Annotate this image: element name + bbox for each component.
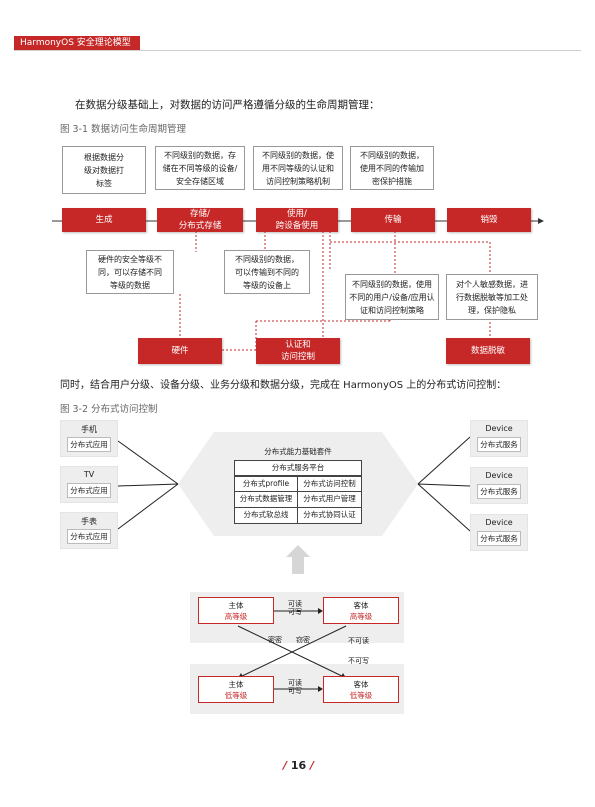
stage-generate: 生成 (62, 208, 146, 232)
device-right-2-service: 分布式服务 (477, 484, 521, 499)
note-auth-policy: 不同级别的数据，使用 不同的用户/设备/应用认 证和访问控制策略 (345, 274, 439, 320)
object-high-name: 客体 (353, 601, 369, 610)
suite-platform: 分布式服务平台 (234, 460, 362, 476)
subject-high-name: 主体 (228, 601, 244, 610)
subject-low-level: 低等级 (224, 691, 248, 700)
object-low-name: 客体 (353, 680, 369, 689)
suite-cell-user-management: 分布式用户管理 (297, 491, 362, 508)
stage-destroy: 销毁 (447, 208, 531, 232)
header-divider (14, 50, 581, 51)
object-low-level: 低等级 (349, 691, 373, 700)
note-storage: 不同级别的数据，存 储在不同等级的设备/ 安全存储区域 (155, 146, 245, 190)
device-right-1-name: Device (485, 424, 513, 433)
rw-label-high: 可读 可写 (288, 600, 302, 616)
subject-low-name: 主体 (228, 680, 244, 689)
object-low: 客体 低等级 (323, 676, 399, 703)
device-right-3-service: 分布式服务 (477, 531, 521, 546)
note-transmit: 不同级别的数据， 使用不同的传输加 密保护措施 (350, 146, 434, 190)
cross-label-mid: 窃密 (296, 636, 310, 644)
cross-label-left: 密密 (268, 636, 282, 644)
second-paragraph: 同时，结合用户分级、设备分级、业务分级和数据分级，完成在 HarmonyOS 上… (60, 380, 507, 391)
subject-low: 主体 低等级 (198, 676, 274, 703)
device-tv-service: 分布式应用 (67, 483, 111, 498)
suite-cell-soft-bus: 分布式软总线 (234, 507, 298, 524)
note-usage: 不同级别的数据，使 用不同等级的认证和 访问控制策略机制 (253, 146, 343, 190)
box-data-desensitization: 数据脱敏 (446, 338, 530, 364)
subject-high: 主体 高等级 (198, 597, 274, 624)
object-high-level: 高等级 (349, 612, 373, 621)
device-watch-service: 分布式应用 (67, 529, 111, 544)
stage-storage: 存储/ 分布式存储 (157, 208, 243, 232)
stage-transmit: 传输 (351, 208, 435, 232)
object-high: 客体 高等级 (323, 597, 399, 624)
device-tv-name: TV (83, 470, 95, 479)
device-watch: 手表 分布式应用 (60, 512, 118, 549)
intro-paragraph: 在数据分级基础上，对数据的访问严格遵循分级的生命周期管理： (75, 99, 380, 111)
device-phone-name: 手机 (81, 425, 97, 434)
suite-cell-access-control: 分布式访问控制 (297, 476, 362, 492)
suite-cell-collab-auth: 分布式协同认证 (297, 507, 362, 524)
page-slash-left: / (283, 759, 288, 772)
stage-usage: 使用/ 跨设备使用 (256, 208, 338, 232)
device-right-2-name: Device (485, 471, 513, 480)
page-number: 16 (290, 759, 307, 772)
device-tv: TV 分布式应用 (60, 466, 118, 503)
note-device-transfer: 不同级别的数据， 可以传输到不同的 等级的设备上 (224, 250, 310, 294)
device-right-3: Device 分布式服务 (470, 514, 528, 551)
device-right-3-name: Device (485, 518, 513, 527)
suite-cell-profile: 分布式profile (234, 476, 298, 492)
device-phone-service: 分布式应用 (67, 437, 111, 452)
device-phone: 手机 分布式应用 (60, 420, 118, 457)
header-title: HarmonyOS 安全理论模型 (20, 38, 131, 48)
suite-title: 分布式能力基础套件 (264, 447, 332, 456)
page-number-block: / 16 / (283, 759, 314, 772)
note-desensitize: 对个人敏感数据，进 行数据脱敏等加工处 理，保护隐私 (446, 274, 538, 320)
figure-3-2-caption: 图 3-2 分布式访问控制 (60, 404, 158, 415)
figure-3-1-caption: 图 3-1 数据访问生命周期管理 (60, 124, 187, 135)
device-right-1: Device 分布式服务 (470, 420, 528, 457)
device-right-2: Device 分布式服务 (470, 467, 528, 504)
no-write-label: 不可写 (348, 657, 369, 665)
device-right-1-service: 分布式服务 (477, 437, 521, 452)
box-hardware: 硬件 (138, 338, 222, 364)
page-slash-right: / (310, 759, 315, 772)
header-bar (14, 36, 140, 51)
suite-cell-data-management: 分布式数据管理 (234, 491, 298, 508)
subject-high-level: 高等级 (224, 612, 248, 621)
device-watch-name: 手表 (81, 517, 97, 526)
rw-label-low: 可读 可写 (288, 679, 302, 695)
note-hardware: 硬件的安全等级不 同，可以存储不同 等级的数据 (86, 250, 174, 294)
note-generate: 根据数据分 级对数据打 标签 (62, 146, 146, 194)
box-auth-access-control: 认证和 访问控制 (256, 338, 340, 364)
no-read-label: 不可读 (348, 637, 369, 645)
